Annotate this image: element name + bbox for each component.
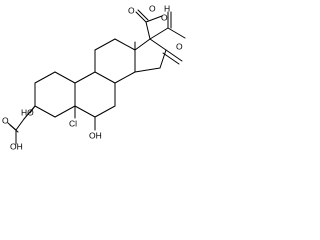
atom-label-ring-a-ho: HO (21, 107, 34, 117)
atom-label-peroxy-h: H (164, 3, 170, 13)
bond-lines (7, 9, 186, 145)
atom-label-acetyl-o: O (176, 41, 183, 51)
atom-labels: O O H O O HO O OH Cl OH (2, 3, 183, 151)
atom-label-peroxy-o: O (128, 5, 135, 15)
atom-label-ring-b-oh: OH (89, 130, 102, 140)
atom-label-chloro: Cl (69, 118, 77, 128)
atom-label-carbonyl-o: O (161, 12, 168, 22)
molecule-structure: O O H O O HO O OH Cl OH (2, 3, 186, 151)
atom-label-peroxy-o: O (149, 3, 156, 13)
atom-label-acid-oh: OH (10, 141, 23, 151)
atom-label-acid-o: O (2, 115, 9, 125)
